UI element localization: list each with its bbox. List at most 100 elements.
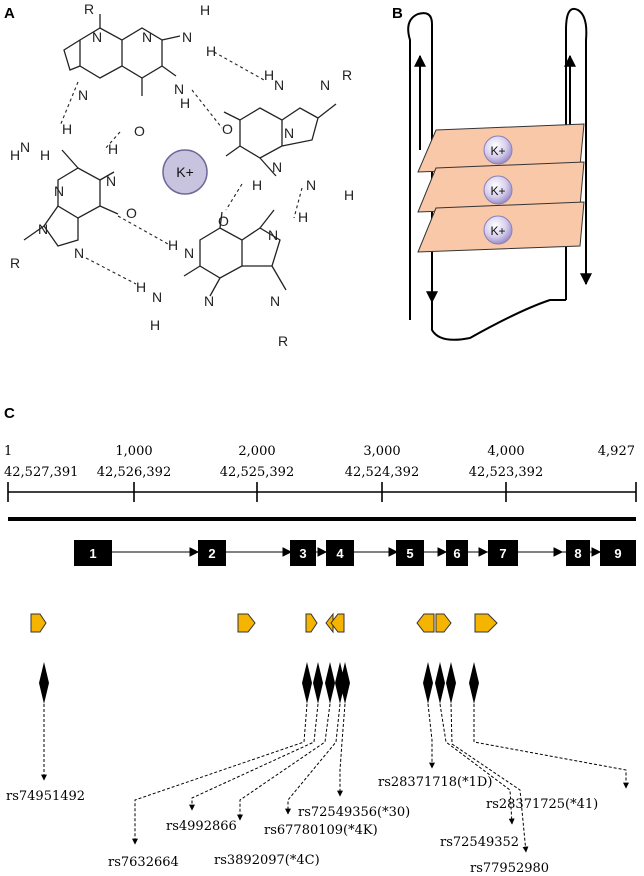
- motif-forward: [474, 613, 498, 633]
- guanine-top-left: [63, 14, 181, 96]
- tick-top-1: 1: [4, 444, 12, 459]
- exon-1-label: 1: [89, 546, 96, 561]
- ion-label: K+: [176, 164, 194, 180]
- quartet-atoms: R N N N H H N N H O H H H H N H N N R O …: [10, 1, 354, 349]
- g-quartet-diagram: [23, 14, 337, 297]
- exon-5-label: 5: [406, 546, 413, 561]
- exon-3-label: 3: [299, 546, 306, 561]
- atom-o: O: [134, 123, 145, 139]
- ion-circle: [162, 149, 208, 195]
- exon-7-label: 7: [499, 546, 506, 561]
- stack-ion-3-label: K+: [490, 224, 505, 238]
- snp-label-rs28371725: rs28371725(*41): [486, 797, 598, 812]
- gene-coordinate-axis: 1 1,000 2,000 3,000 4,000 4,927 42,527,3…: [4, 444, 637, 521]
- atom-h: H: [344, 187, 354, 203]
- atom-r: R: [10, 255, 20, 271]
- exon-6-label: 6: [453, 546, 460, 561]
- tick-top-2: 1,000: [115, 444, 152, 459]
- motif-reverse: [416, 613, 435, 633]
- snp-marker: [340, 662, 350, 704]
- atom-h: H: [108, 141, 118, 157]
- atom-h: H: [150, 317, 160, 333]
- tick-top-5: 4,000: [487, 444, 524, 459]
- guanine-bottom: [183, 209, 287, 297]
- snp-label-rs3892097: rs3892097(*4C): [214, 853, 320, 868]
- atom-h: H: [10, 147, 20, 163]
- tick-bottom-4: 42,524,392: [345, 465, 419, 480]
- atom-h: H: [168, 237, 178, 253]
- atom-n: N: [142, 29, 152, 45]
- exon-4: [326, 540, 354, 566]
- snp-marker: [325, 662, 335, 704]
- tick-top-3: 2,000: [238, 444, 275, 459]
- panel-b-label: B: [392, 5, 403, 22]
- snp-marker: [302, 662, 312, 704]
- exon-8: [566, 540, 590, 566]
- snp-labels: rs74951492 rs7632664 rs4992866 rs3892097…: [6, 775, 598, 876]
- motif-forward: [435, 613, 452, 633]
- atom-r: R: [278, 333, 288, 349]
- atom-n: N: [92, 29, 102, 45]
- atom-h: H: [180, 95, 190, 111]
- atom-n: N: [306, 177, 316, 193]
- atom-h: H: [264, 67, 274, 83]
- panel-c-label: C: [4, 405, 15, 422]
- motif-forward: [237, 613, 256, 633]
- snp-marker-track: [39, 662, 479, 704]
- intron-arrows: [189, 547, 602, 557]
- exon-7: [488, 540, 518, 566]
- atom-n: N: [78, 87, 88, 103]
- exon-8-label: 8: [574, 546, 581, 561]
- atom-o: O: [218, 213, 229, 229]
- gq-motif-track: [30, 612, 498, 634]
- stack-ion-2: [483, 175, 513, 205]
- atom-n: N: [38, 221, 48, 237]
- atom-n: N: [272, 159, 282, 175]
- snp-marker: [39, 662, 49, 704]
- snp-label-rs7632664: rs7632664: [108, 855, 179, 870]
- exon-2-label: 2: [208, 546, 215, 561]
- motif-forward: [30, 613, 47, 633]
- snp-marker: [313, 662, 323, 704]
- snp-label-rs74951492: rs74951492: [6, 789, 85, 804]
- atom-r: R: [342, 67, 352, 83]
- hydrogen-bonds: [59, 51, 303, 285]
- atom-n: N: [268, 227, 278, 243]
- stack-ion-2-label: K+: [490, 184, 505, 198]
- exon-track: 1 2 3 4 5 6 7 8 9: [74, 540, 636, 566]
- snp-label-rs77952980: rs77952980: [470, 861, 549, 876]
- atom-h: H: [200, 2, 210, 18]
- atom-h: H: [62, 121, 72, 137]
- exon-1: [74, 540, 112, 566]
- motif-reverse: [330, 613, 345, 633]
- stack-ion-1: [483, 135, 513, 165]
- atom-n: N: [54, 183, 64, 199]
- exon-4-label: 4: [336, 546, 344, 561]
- snp-leader-lines: [41, 703, 629, 853]
- tick-top-6: 4,927: [598, 444, 635, 459]
- atom-n: N: [152, 289, 162, 305]
- stack-ion-1-label: K+: [490, 144, 505, 158]
- exon-6: [446, 540, 468, 566]
- exon-9-label: 9: [614, 546, 621, 561]
- stack-ion-3: [483, 215, 513, 245]
- atom-n: N: [182, 29, 192, 45]
- g-quadruplex-stack: K+ K+ K+: [407, 8, 592, 341]
- snp-label-rs28371718: rs28371718(*1D): [378, 775, 492, 790]
- atom-h: H: [206, 43, 216, 59]
- tick-top-4: 3,000: [363, 444, 400, 459]
- snp-label-rs72549356: rs72549356(*30): [298, 805, 410, 820]
- exon-5: [396, 540, 424, 566]
- tick-bottom-1: 42,527,391: [4, 465, 78, 480]
- atom-n: N: [284, 125, 294, 141]
- snp-marker: [423, 662, 433, 704]
- exon-2: [198, 540, 226, 566]
- atom-o: O: [126, 205, 137, 221]
- atom-r: R: [84, 1, 94, 17]
- atom-n: N: [320, 77, 330, 93]
- atom-n: N: [204, 293, 214, 309]
- tick-bottom-3: 42,525,392: [220, 465, 294, 480]
- atom-h: H: [252, 177, 262, 193]
- atom-n: N: [20, 139, 30, 155]
